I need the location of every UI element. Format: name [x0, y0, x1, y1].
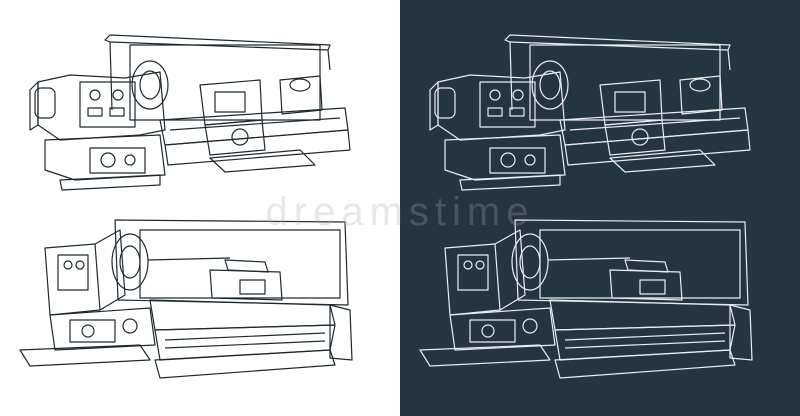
lathe-illustration	[429, 34, 751, 191]
lathe-view-2-dark: .d .grid{fill:url(#gridLight);} .d .hatc…	[400, 200, 800, 416]
lathe-illustration	[19, 219, 353, 379]
lathe-view-2-white: .c .grid{fill:url(#gridDark);} .c .hatch…	[0, 200, 400, 416]
lathe-view-1-white: .a .grid{fill:url(#gridDark);} .a .hatch…	[0, 0, 400, 200]
lathe-view-1-dark: .b .grid{fill:url(#gridLight);} .b .hatc…	[400, 0, 800, 200]
lathe-illustration	[29, 34, 351, 191]
lathe-illustration	[419, 219, 753, 379]
